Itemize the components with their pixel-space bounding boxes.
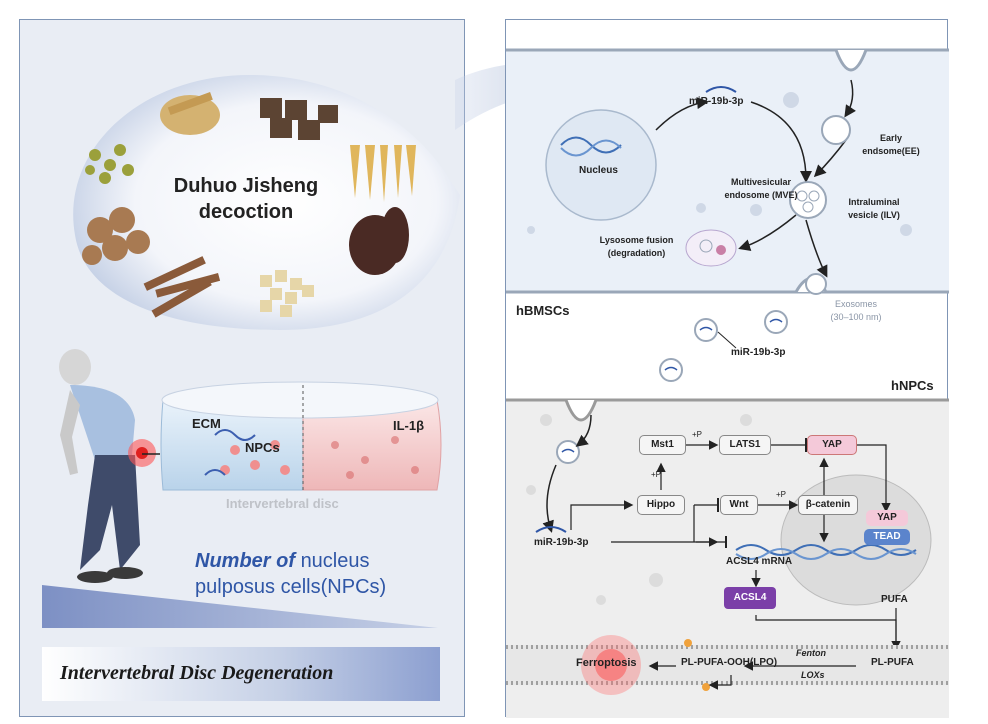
exosome-line2: (30–100 nm) — [830, 312, 882, 322]
mst1-box: Mst1 — [639, 435, 686, 455]
ilv-line1: Intraluminal — [848, 197, 900, 207]
yap-nuclear-box: YAP — [866, 510, 908, 526]
hippo-box: Hippo — [637, 495, 685, 515]
npc-count-line2: pulposus cells(NPCs) — [195, 576, 387, 598]
pufa-label: PUFA — [881, 594, 908, 605]
herb-pile-4 — [350, 145, 416, 202]
disc-pointer — [142, 453, 160, 455]
mirna-npc-label: miR-19b-3p — [534, 537, 589, 548]
fenton-label: Fenton — [796, 648, 826, 658]
mechanism-diagram — [506, 48, 949, 718]
mve-line2: endosome (MVE) — [724, 190, 798, 200]
decoction-title-line1: Duhuo Jisheng — [173, 175, 319, 197]
lysosome-line1: Lysosome fusion — [599, 235, 674, 245]
lats1-box: LATS1 — [719, 435, 771, 455]
p-label-3: +P — [776, 490, 787, 499]
herb-pile-8 — [260, 270, 314, 317]
degeneration-banner: Intervertebral Disc Degeneration — [60, 662, 334, 684]
npcs-label: NPCs — [245, 440, 280, 455]
yap-box: YAP — [807, 435, 857, 455]
elderly-person-figure — [59, 349, 156, 583]
p-label-1: +P — [692, 430, 703, 439]
hnpc-label: hNPCs — [891, 378, 934, 393]
exosome-line1: Exosomes — [834, 299, 878, 309]
herb-pile-3 — [85, 144, 134, 184]
ecm-label: ECM — [192, 416, 221, 431]
mve-line1: Multivesicular — [730, 177, 792, 187]
early-endosome-line2: endsome(EE) — [862, 146, 920, 156]
right-panel: miR-19b-3p Nucleus Early endsome(EE) Mul… — [505, 19, 949, 718]
herbs-illustration — [82, 92, 416, 318]
tead-box: TEAD — [864, 529, 910, 545]
mirna-top-label: miR-19b-3p — [689, 96, 744, 107]
pl-pufa-ooh-label: PL-PUFA-OOH(LPO) — [681, 657, 778, 668]
intervertebral-disc — [160, 381, 442, 493]
herb-pile-2 — [260, 98, 338, 140]
free-mirna-label: miR-19b-3p — [731, 347, 786, 358]
lysosome-line2: (degradation) — [607, 248, 666, 258]
p-label-2: +P — [651, 470, 662, 479]
herb-pile-5 — [82, 207, 150, 265]
il1b-label: IL-1β — [393, 418, 425, 433]
wnt-box: Wnt — [720, 495, 758, 515]
disc-caption: Intervertebral disc — [226, 496, 339, 511]
acsl4-mrna-label: ACSL4 mRNA — [726, 556, 793, 567]
beta-catenin-box: β-catenin — [798, 495, 858, 515]
decoction-title-line2: decoction — [198, 201, 294, 223]
nucleus-label: Nucleus — [579, 165, 618, 176]
loxs-label: LOXs — [801, 670, 825, 680]
hbmsc-label: hBMSCs — [516, 303, 570, 318]
ilv-line2: vesicle (ILV) — [848, 210, 900, 220]
acsl4-box: ACSL4 — [724, 587, 776, 609]
npc-count-rest: nucleus — [300, 550, 370, 572]
ferroptosis-label: Ferroptosis — [576, 657, 637, 669]
left-panel: Duhuo Jisheng decoction ECM NPCs IL-1β I… — [19, 19, 465, 717]
herb-pile-6 — [349, 207, 409, 275]
npc-count-emphasis: Number of — [195, 550, 295, 572]
pl-pufa-label: PL-PUFA — [871, 657, 914, 668]
early-endosome-line1: Early — [879, 133, 903, 143]
herb-pile-1 — [160, 92, 220, 135]
herb-pile-7 — [143, 256, 221, 318]
